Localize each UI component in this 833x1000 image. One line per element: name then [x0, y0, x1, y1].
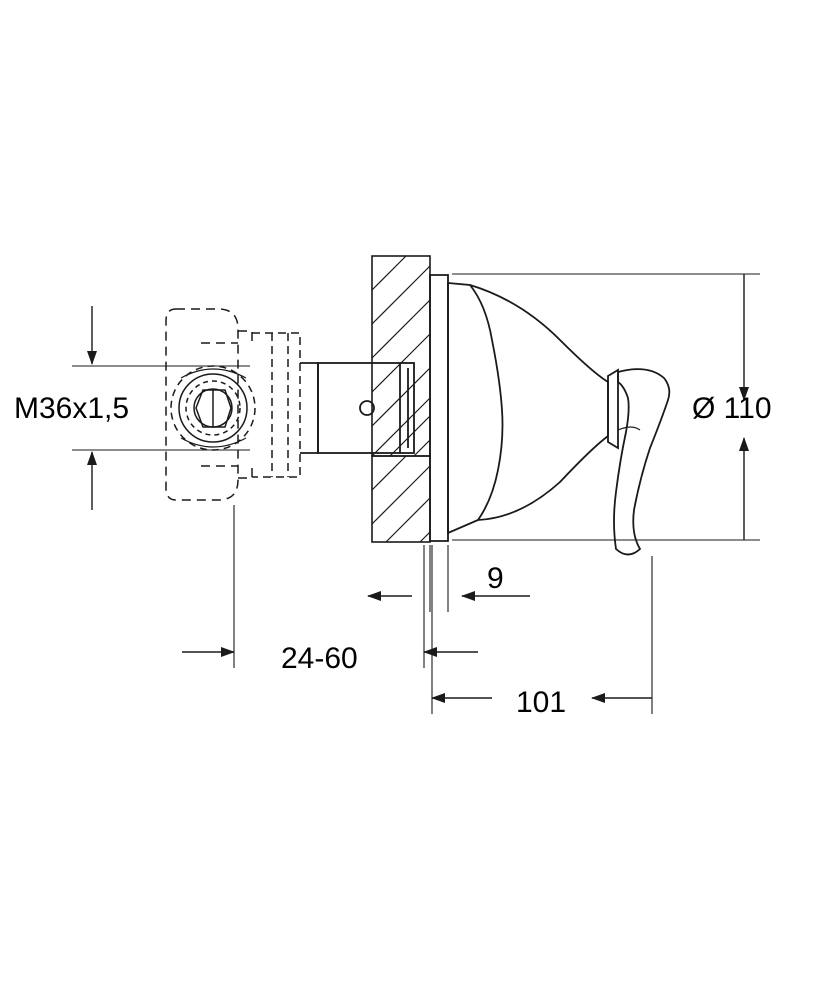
wall-hatch-lines: [371, 255, 431, 543]
label-thread-spec: M36x1,5: [14, 392, 129, 425]
dimension-labels-group: M36x1,5 Ø 110 9 24-60 101: [14, 392, 772, 719]
wall-section-bottom: [371, 455, 431, 543]
cartridge-shoulder-dashed: [252, 332, 301, 478]
collar-ring: [607, 368, 619, 450]
trim-handle-group: [429, 274, 671, 556]
wall-hatching-group: [371, 255, 431, 543]
mounting-bracket-dashed: [165, 308, 253, 501]
bell-body-upper: [447, 282, 504, 535]
thread-nut-circles: [170, 365, 256, 451]
label-projection: 101: [516, 686, 566, 719]
label-escutcheon-depth: 9: [487, 562, 504, 595]
label-install-depth-range: 24-60: [281, 642, 358, 675]
label-diameter: Ø 110: [692, 392, 772, 425]
handle-lever: [613, 368, 671, 556]
rough-in-valve-body-group: [165, 308, 415, 501]
spline-detail: [180, 368, 247, 448]
valve-stem: [300, 362, 415, 454]
escutcheon-plate: [429, 274, 449, 542]
bell-body-lower: [469, 284, 609, 521]
handle-crease: [617, 426, 641, 431]
wall-section-top: [371, 255, 431, 457]
dimension-lines-group: [72, 273, 760, 714]
